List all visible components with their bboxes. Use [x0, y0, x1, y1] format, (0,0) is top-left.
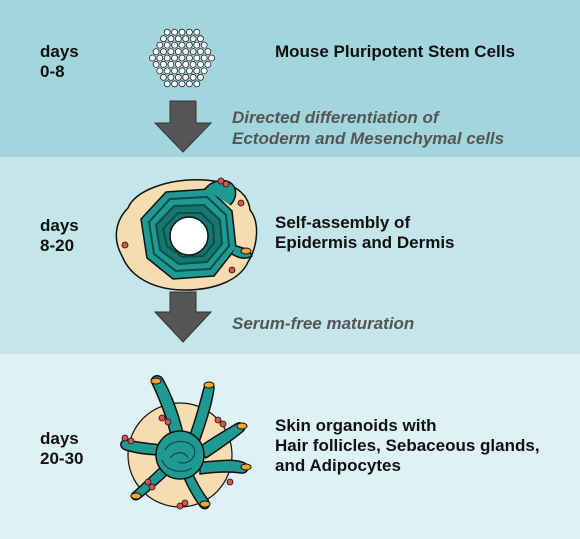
stem-cell: [171, 67, 179, 75]
stem-cell: [185, 67, 193, 75]
stem-cell: [200, 54, 208, 62]
stem-cell: [193, 54, 201, 62]
stem-cell-cluster-icon: [148, 28, 216, 88]
stage-3-title: Skin organoids with Hair follicles, Seba…: [275, 416, 540, 476]
stage-2-title: Self-assembly of Epidermis and Dermis: [275, 213, 455, 253]
transition-2-text: Serum-free maturation: [232, 313, 414, 334]
stem-cell: [171, 41, 179, 49]
stem-cell: [156, 41, 164, 49]
stem-cell: [182, 73, 190, 81]
stem-cell: [156, 67, 164, 75]
stage-title-line: Epidermis and Dermis: [275, 233, 455, 252]
stage-title-line: Skin organoids with: [275, 416, 437, 435]
skin-organoid-icon: [120, 375, 252, 510]
stem-cell: [189, 73, 197, 81]
stem-cell: [174, 35, 182, 43]
transition-line: Directed differentiation of: [232, 108, 439, 127]
stem-cell: [182, 35, 190, 43]
stem-cell: [171, 28, 179, 36]
days-label: days: [40, 429, 79, 448]
stem-cell: [189, 35, 197, 43]
stem-cell: [163, 80, 171, 88]
down-arrow-icon: [153, 291, 213, 343]
stage-1-title: Mouse Pluripotent Stem Cells: [275, 42, 515, 62]
stem-cell: [156, 54, 164, 62]
stem-cell: [193, 67, 201, 75]
days-label: days: [40, 216, 79, 235]
stem-cell: [167, 73, 175, 81]
stem-cell: [174, 48, 182, 55]
stem-cell: [148, 54, 156, 62]
stem-cell: [167, 48, 175, 55]
stem-cell: [160, 73, 167, 81]
stage-band-2: [0, 157, 580, 354]
stage-title-line: and Adipocytes: [275, 456, 401, 475]
stem-cell: [189, 61, 197, 68]
stem-cell: [152, 48, 160, 55]
stem-cell: [185, 28, 193, 36]
stage-2-days: days 8-20: [40, 216, 79, 256]
stage-3-days: days 20-30: [40, 429, 83, 469]
stem-cell: [160, 35, 167, 43]
stem-cell: [204, 61, 212, 68]
stem-cell: [178, 67, 186, 75]
days-label: days: [40, 42, 79, 61]
stem-cell: [193, 41, 201, 49]
transition-1-text: Directed differentiation of Ectoderm and…: [232, 107, 504, 149]
stem-cell: [193, 28, 201, 36]
stem-cell: [185, 80, 193, 88]
stage-title-line: Hair follicles, Sebaceous glands,: [275, 436, 540, 455]
stem-cell: [163, 41, 171, 49]
stem-cell: [204, 48, 212, 55]
stem-cell: [189, 48, 197, 55]
stem-cell: [197, 48, 204, 55]
stem-cell: [178, 80, 186, 88]
stem-cell: [160, 48, 167, 55]
stem-cell: [171, 80, 179, 88]
stem-cell: [185, 41, 193, 49]
stem-cell: [185, 54, 193, 62]
stem-cell: [152, 61, 160, 68]
days-range: 8-20: [40, 236, 75, 255]
stem-cell: [193, 80, 201, 88]
stem-cell: [174, 73, 182, 81]
stage-title-line: Mouse Pluripotent Stem Cells: [275, 42, 515, 61]
down-arrow-icon: [153, 100, 213, 153]
stem-cell: [208, 54, 216, 62]
stem-cell: [197, 35, 204, 43]
stem-cell: [200, 67, 208, 75]
stem-cell: [171, 54, 179, 62]
stem-cell: [163, 54, 171, 62]
transition-line: Ectoderm and Mesenchymal cells: [232, 129, 505, 148]
stem-cell: [160, 61, 167, 68]
stem-cell: [197, 61, 204, 68]
stem-cell: [167, 61, 175, 68]
stem-cell: [178, 28, 186, 36]
stem-cell: [197, 73, 204, 81]
stage-band-1: [0, 0, 580, 157]
stem-cell: [182, 48, 190, 55]
stem-cell: [163, 28, 171, 36]
stage-1-days: days 0-8: [40, 42, 79, 82]
stage-band-3: [0, 354, 580, 539]
stem-cell: [163, 67, 171, 75]
stem-cell: [174, 61, 182, 68]
stem-cell: [167, 35, 175, 43]
stem-cell: [182, 61, 190, 68]
stem-cell: [200, 41, 208, 49]
days-range: 20-30: [40, 449, 84, 468]
stem-cell: [178, 54, 186, 62]
transition-line: Serum-free maturation: [232, 314, 415, 333]
stage-title-line: Self-assembly of: [275, 213, 411, 232]
days-range: 0-8: [40, 62, 65, 81]
stem-cell: [178, 41, 186, 49]
epidermis-dermis-aggregate-icon: [115, 177, 258, 291]
